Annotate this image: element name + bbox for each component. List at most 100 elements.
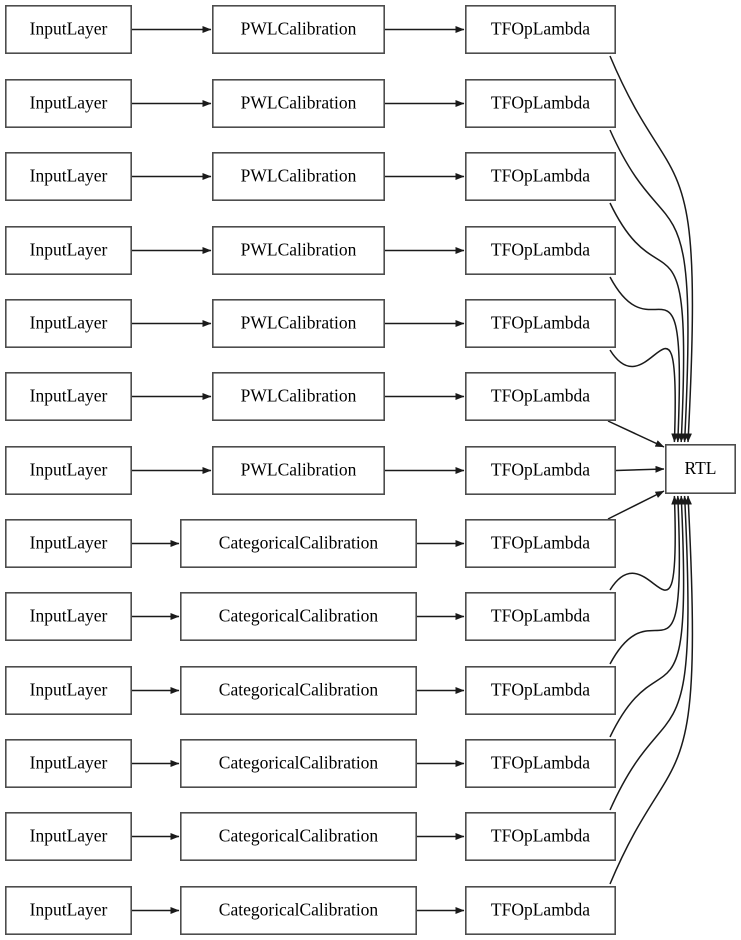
node-tf-op-lambda[interactable]: TFOpLambda [464, 445, 616, 495]
node-pwl-calibration-label: PWLCalibration [241, 386, 357, 406]
node-tf-op-lambda[interactable]: TFOpLambda [464, 152, 616, 202]
edge-lambda-to-rtl [609, 495, 682, 665]
node-input-layer[interactable]: InputLayer [5, 591, 133, 641]
node-categorical-calibration[interactable]: CategoricalCalibration [180, 811, 417, 861]
node-categorical-calibration-label: CategoricalCalibration [219, 826, 379, 846]
edge-lambda-to-rtl [609, 55, 694, 443]
node-rtl[interactable]: RTL [664, 443, 736, 494]
node-pwl-calibration[interactable]: PWLCalibration [212, 5, 385, 55]
node-input-layer-label: InputLayer [30, 533, 108, 553]
node-rtl-label: RTL [684, 458, 716, 478]
node-pwl-calibration-box [212, 5, 385, 55]
node-tf-op-lambda-label: TFOpLambda [491, 240, 590, 260]
node-tf-op-lambda-box [464, 79, 616, 129]
node-input-layer[interactable]: InputLayer [5, 885, 133, 935]
edge-lambda-to-rtl [607, 490, 665, 520]
node-input-layer[interactable]: InputLayer [5, 738, 133, 788]
node-tf-op-lambda-label: TFOpLambda [491, 680, 590, 700]
node-tf-op-lambda-label: TFOpLambda [491, 313, 590, 333]
node-categorical-calibration[interactable]: CategoricalCalibration [180, 591, 417, 641]
node-pwl-calibration-label: PWLCalibration [241, 240, 357, 260]
node-tf-op-lambda[interactable]: TFOpLambda [464, 298, 616, 348]
node-tf-op-lambda-box [464, 298, 616, 348]
node-pwl-calibration[interactable]: PWLCalibration [212, 445, 385, 495]
node-pwl-calibration-label: PWLCalibration [241, 19, 357, 39]
node-input-layer[interactable]: InputLayer [5, 226, 133, 276]
node-input-layer[interactable]: InputLayer [5, 445, 133, 495]
node-input-layer-label: InputLayer [30, 826, 108, 846]
node-tf-op-lambda[interactable]: TFOpLambda [464, 738, 616, 788]
node-tf-op-lambda[interactable]: TFOpLambda [464, 79, 616, 129]
node-tf-op-lambda[interactable]: TFOpLambda [464, 5, 616, 55]
node-pwl-calibration-box [212, 445, 385, 495]
node-tf-op-lambda[interactable]: TFOpLambda [464, 885, 616, 935]
node-input-layer[interactable]: InputLayer [5, 79, 133, 129]
node-pwl-calibration-label: PWLCalibration [241, 166, 357, 186]
node-input-layer-label: InputLayer [30, 240, 108, 260]
node-input-layer-label: InputLayer [30, 313, 108, 333]
node-categorical-calibration[interactable]: CategoricalCalibration [180, 665, 417, 715]
node-tf-op-lambda-label: TFOpLambda [491, 386, 590, 406]
node-input-layer-label: InputLayer [30, 680, 108, 700]
node-input-layer-box [5, 445, 133, 495]
node-tf-op-lambda[interactable]: TFOpLambda [464, 665, 616, 715]
node-pwl-calibration[interactable]: PWLCalibration [212, 371, 385, 421]
node-input-layer[interactable]: InputLayer [5, 152, 133, 202]
node-input-layer-label: InputLayer [30, 460, 108, 480]
node-categorical-calibration-box [180, 811, 417, 861]
node-categorical-calibration-box [180, 518, 417, 568]
node-tf-op-lambda-label: TFOpLambda [491, 533, 590, 553]
node-pwl-calibration[interactable]: PWLCalibration [212, 79, 385, 129]
node-input-layer-label: InputLayer [30, 900, 108, 920]
node-pwl-calibration-box [212, 371, 385, 421]
node-input-layer[interactable]: InputLayer [5, 371, 133, 421]
node-input-layer-box [5, 5, 133, 55]
node-pwl-calibration[interactable]: PWLCalibration [212, 226, 385, 276]
node-input-layer[interactable]: InputLayer [5, 5, 133, 55]
node-input-layer-box [5, 885, 133, 935]
node-categorical-calibration[interactable]: CategoricalCalibration [180, 738, 417, 788]
edge-lambda-to-rtl [609, 347, 679, 443]
node-tf-op-lambda[interactable]: TFOpLambda [464, 811, 616, 861]
node-categorical-calibration[interactable]: CategoricalCalibration [180, 518, 417, 568]
node-tf-op-lambda-box [464, 152, 616, 202]
node-input-layer-box [5, 152, 133, 202]
node-categorical-calibration-box [180, 885, 417, 935]
node-input-layer[interactable]: InputLayer [5, 665, 133, 715]
node-categorical-calibration-label: CategoricalCalibration [219, 680, 379, 700]
node-input-layer-box [5, 518, 133, 568]
node-input-layer-box [5, 591, 133, 641]
edge-lambda-to-rtl [609, 495, 686, 738]
node-tf-op-lambda-box [464, 518, 616, 568]
node-tf-op-lambda[interactable]: TFOpLambda [464, 591, 616, 641]
node-input-layer-box [5, 79, 133, 129]
node-pwl-calibration-box [212, 298, 385, 348]
node-tf-op-lambda-box [464, 811, 616, 861]
node-tf-op-lambda-box [464, 885, 616, 935]
node-tf-op-lambda[interactable]: TFOpLambda [464, 226, 616, 276]
node-tf-op-lambda-box [464, 665, 616, 715]
node-tf-op-lambda-label: TFOpLambda [491, 19, 590, 39]
node-tf-op-lambda-label: TFOpLambda [491, 460, 590, 480]
node-input-layer[interactable]: InputLayer [5, 298, 133, 348]
node-tf-op-lambda-label: TFOpLambda [491, 606, 590, 626]
node-rtl-box [664, 443, 736, 494]
node-input-layer[interactable]: InputLayer [5, 811, 133, 861]
node-tf-op-lambda-box [464, 445, 616, 495]
node-input-layer-label: InputLayer [30, 753, 108, 773]
node-pwl-calibration[interactable]: PWLCalibration [212, 298, 385, 348]
node-tf-op-lambda[interactable]: TFOpLambda [464, 371, 616, 421]
node-pwl-calibration-box [212, 226, 385, 276]
node-tf-op-lambda-box [464, 371, 616, 421]
node-input-layer[interactable]: InputLayer [5, 518, 133, 568]
node-categorical-calibration[interactable]: CategoricalCalibration [180, 885, 417, 935]
node-tf-op-lambda-label: TFOpLambda [491, 826, 590, 846]
node-input-layer-box [5, 298, 133, 348]
node-pwl-calibration[interactable]: PWLCalibration [212, 152, 385, 202]
node-input-layer-label: InputLayer [30, 93, 108, 113]
edge-lambda-to-rtl [609, 495, 689, 811]
node-tf-op-lambda[interactable]: TFOpLambda [464, 518, 616, 568]
